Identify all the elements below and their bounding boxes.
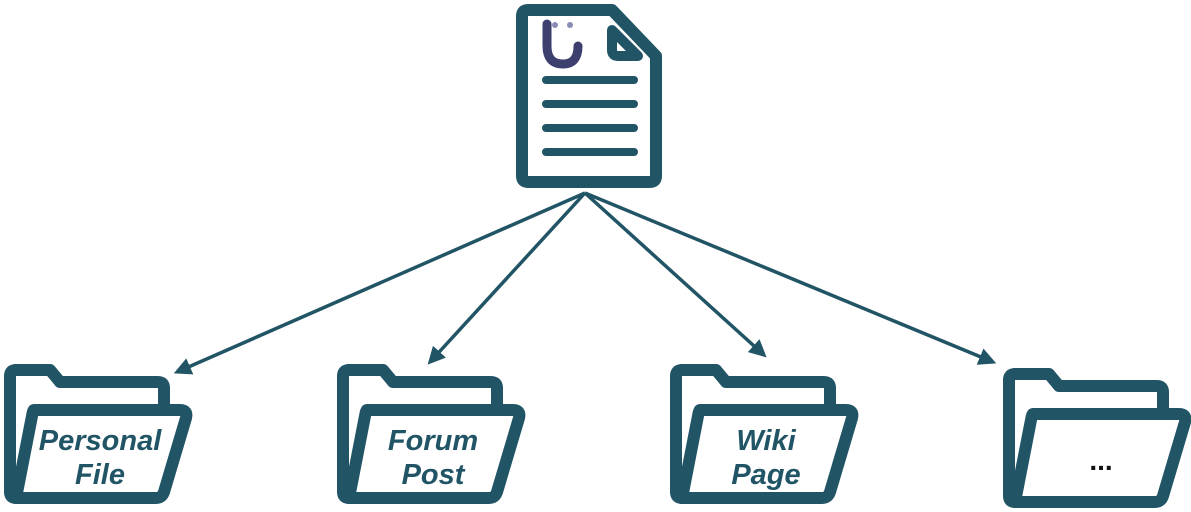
arrow-to-personal-file (173, 191, 586, 375)
arrow-to-forum-post (427, 191, 587, 365)
arrow-to-more (584, 191, 997, 365)
folder-icon (4, 364, 193, 504)
folder-icon (1003, 368, 1191, 508)
arrows (173, 191, 997, 375)
arrow-to-wiki-page (583, 191, 767, 358)
folder-label-line1: ... (1089, 445, 1112, 476)
folder-label-line2: Page (731, 459, 800, 491)
folder-forum-post: Forum Post (337, 364, 526, 504)
folder-icon (670, 364, 859, 504)
folder-label-line1: Personal (39, 425, 162, 457)
folder-label-line1: Forum (388, 425, 478, 457)
folder-more: ... (1003, 368, 1191, 508)
folder-label-line2: Post (402, 459, 466, 491)
smiley-logo-icon (542, 19, 583, 69)
folder-personal-file: Personal File (4, 364, 193, 504)
folder-label-line2: File (75, 459, 125, 491)
folder-icon (337, 364, 526, 504)
document-icon (516, 4, 662, 188)
folder-wiki-page: Wiki Page (670, 364, 859, 504)
folder-label-line1: Wiki (736, 425, 796, 457)
document-text-lines (542, 76, 638, 156)
